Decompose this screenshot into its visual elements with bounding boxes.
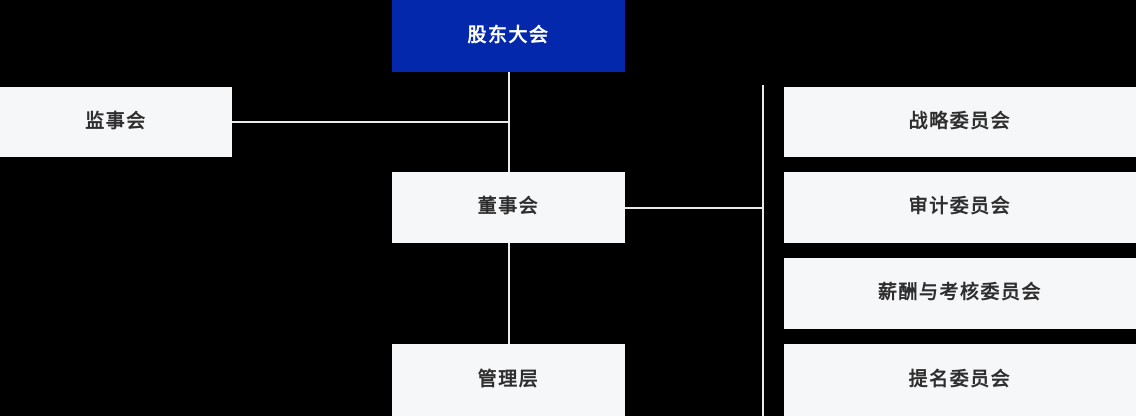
connector-board-to-management [508, 243, 510, 344]
connector-committee-bus-spine [762, 85, 764, 416]
node-audit-committee[interactable]: 审计委员会 [784, 172, 1136, 243]
node-remuneration-and-appraisal-committee[interactable]: 薪酬与考核委员会 [784, 258, 1136, 329]
connector-shareholders-to-board [508, 72, 510, 172]
connector-supervisors-to-spine [232, 121, 509, 123]
node-board-of-directors[interactable]: 董事会 [392, 172, 625, 243]
node-shareholders-meeting[interactable]: 股东大会 [392, 0, 625, 72]
node-strategy-committee[interactable]: 战略委员会 [784, 87, 1136, 157]
node-board-of-directors-label: 董事会 [477, 196, 540, 218]
node-audit-committee-label: 审计委员会 [908, 196, 1012, 218]
node-strategy-committee-label: 战略委员会 [908, 110, 1012, 132]
node-management[interactable]: 管理层 [392, 344, 625, 416]
node-nomination-committee-label: 提名委员会 [908, 368, 1012, 390]
connector-board-to-committee-bus [625, 207, 764, 209]
node-board-of-supervisors[interactable]: 监事会 [0, 87, 232, 157]
node-management-label: 管理层 [477, 368, 540, 390]
node-shareholders-meeting-label: 股东大会 [467, 24, 550, 46]
node-remuneration-and-appraisal-committee-label: 薪酬与考核委员会 [877, 282, 1042, 304]
node-nomination-committee[interactable]: 提名委员会 [784, 344, 1136, 416]
node-board-of-supervisors-label: 监事会 [85, 110, 147, 132]
